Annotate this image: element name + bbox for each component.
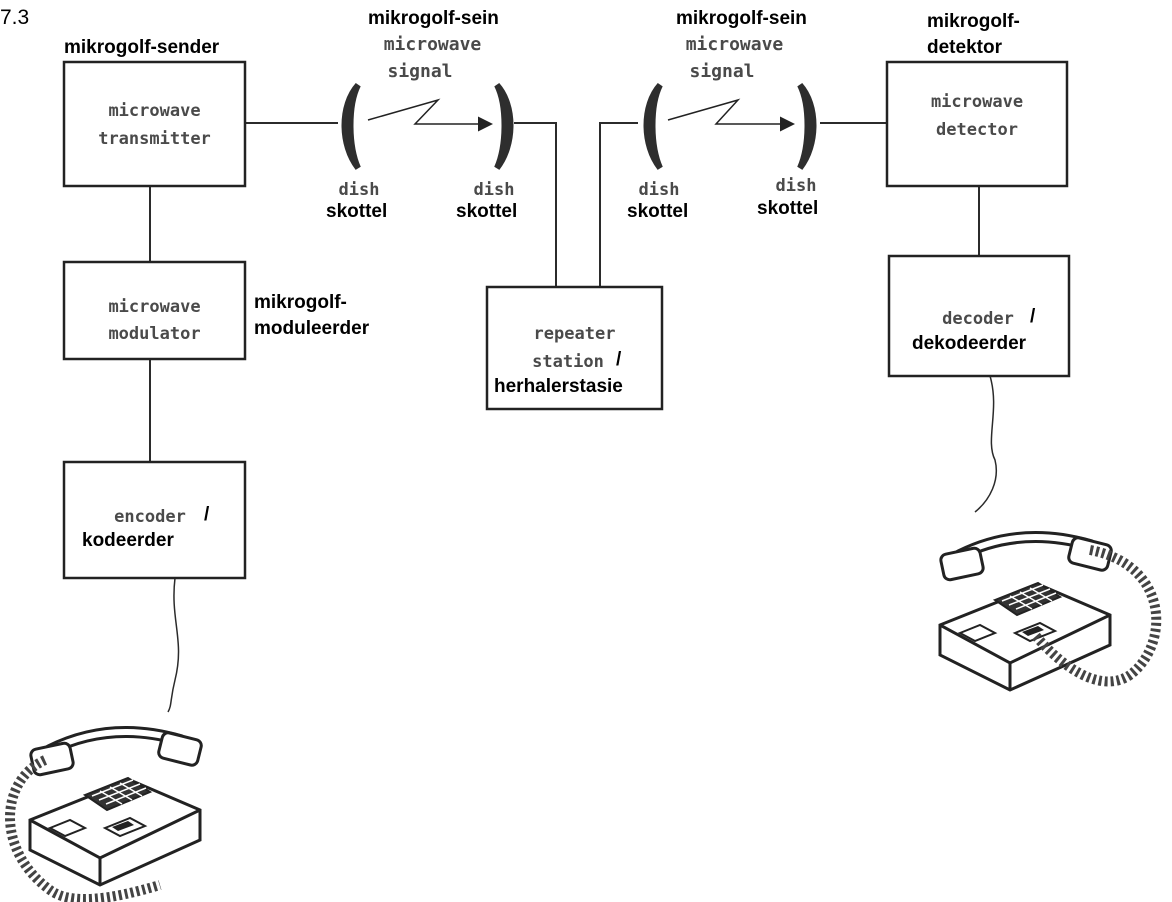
signal-bolt-icon (367, 98, 493, 132)
connector-lines (149, 122, 997, 713)
detector-afrikaans-line1: mikrogolf- (927, 11, 1020, 32)
dish-afrikaans-label-2: skottel (456, 201, 518, 222)
decoder-slash: / (1030, 306, 1036, 327)
repeater-label-line1: repeater (533, 324, 616, 344)
dish-afrikaans-label-4: skottel (757, 198, 819, 219)
telephone-icon (5, 732, 203, 902)
encoder-afrikaans-label: kodeerder (82, 530, 174, 551)
signal-afrikaans-label-1: mikrogolf-sein (368, 8, 499, 29)
signal-english-line1-2: microwave (685, 34, 784, 55)
transmitter-label-line2: transmitter (98, 129, 211, 149)
repeater-slash: / (616, 349, 622, 370)
decoder-block (887, 254, 1071, 378)
repeater-label-line2: station (532, 352, 604, 372)
transmitter-label-line1: microwave (108, 101, 201, 121)
detector-label-line1: microwave (930, 92, 1024, 112)
transmitter-block (62, 60, 247, 188)
modulator-afrikaans-line2: moduleerder (254, 318, 370, 339)
modulator-label-line1: microwave (108, 297, 201, 317)
modulator-block (62, 260, 247, 361)
telephone-icon (940, 537, 1162, 690)
dish-afrikaans-label-3: skottel (627, 201, 689, 222)
repeater-block (485, 285, 664, 411)
modulator-afrikaans-line1: mikrogolf- (254, 292, 347, 313)
signal-english-line1-1: microwave (383, 34, 482, 55)
transmitter-afrikaans-label: mikrogolf-sender (64, 37, 220, 58)
signal-afrikaans-label-2: mikrogolf-sein (676, 8, 807, 29)
dish-antenna-icon (643, 82, 663, 170)
dish-antenna-icon (494, 82, 514, 170)
detector-block (885, 60, 1069, 188)
encoder-block (62, 460, 247, 580)
dish-label-1: dish (338, 180, 380, 200)
detector-label-line2: detector (936, 120, 1018, 140)
repeater-afrikaans-label: herhalerstasie (494, 376, 623, 397)
decoder-afrikaans-label: dekodeerder (912, 333, 1027, 354)
signal-english-line2-2: signal (689, 61, 755, 82)
detector-afrikaans-line2: detektor (927, 37, 1002, 58)
figure-number: 7.3 (0, 6, 30, 29)
decoder-label: decoder (942, 309, 1014, 329)
dish-antenna-icon (797, 82, 817, 170)
modulator-label-line2: modulator (108, 324, 201, 344)
dish-label-2: dish (473, 180, 515, 200)
signal-bolt-icon (667, 98, 795, 132)
dish-label-4: dish (775, 176, 817, 196)
dish-antenna-icon (341, 82, 361, 170)
encoder-slash: / (204, 504, 210, 525)
encoder-label: encoder (114, 507, 186, 527)
dish-afrikaans-label-1: skottel (326, 201, 388, 222)
signal-english-line2-1: signal (387, 61, 453, 82)
dish-label-3: dish (638, 180, 680, 200)
